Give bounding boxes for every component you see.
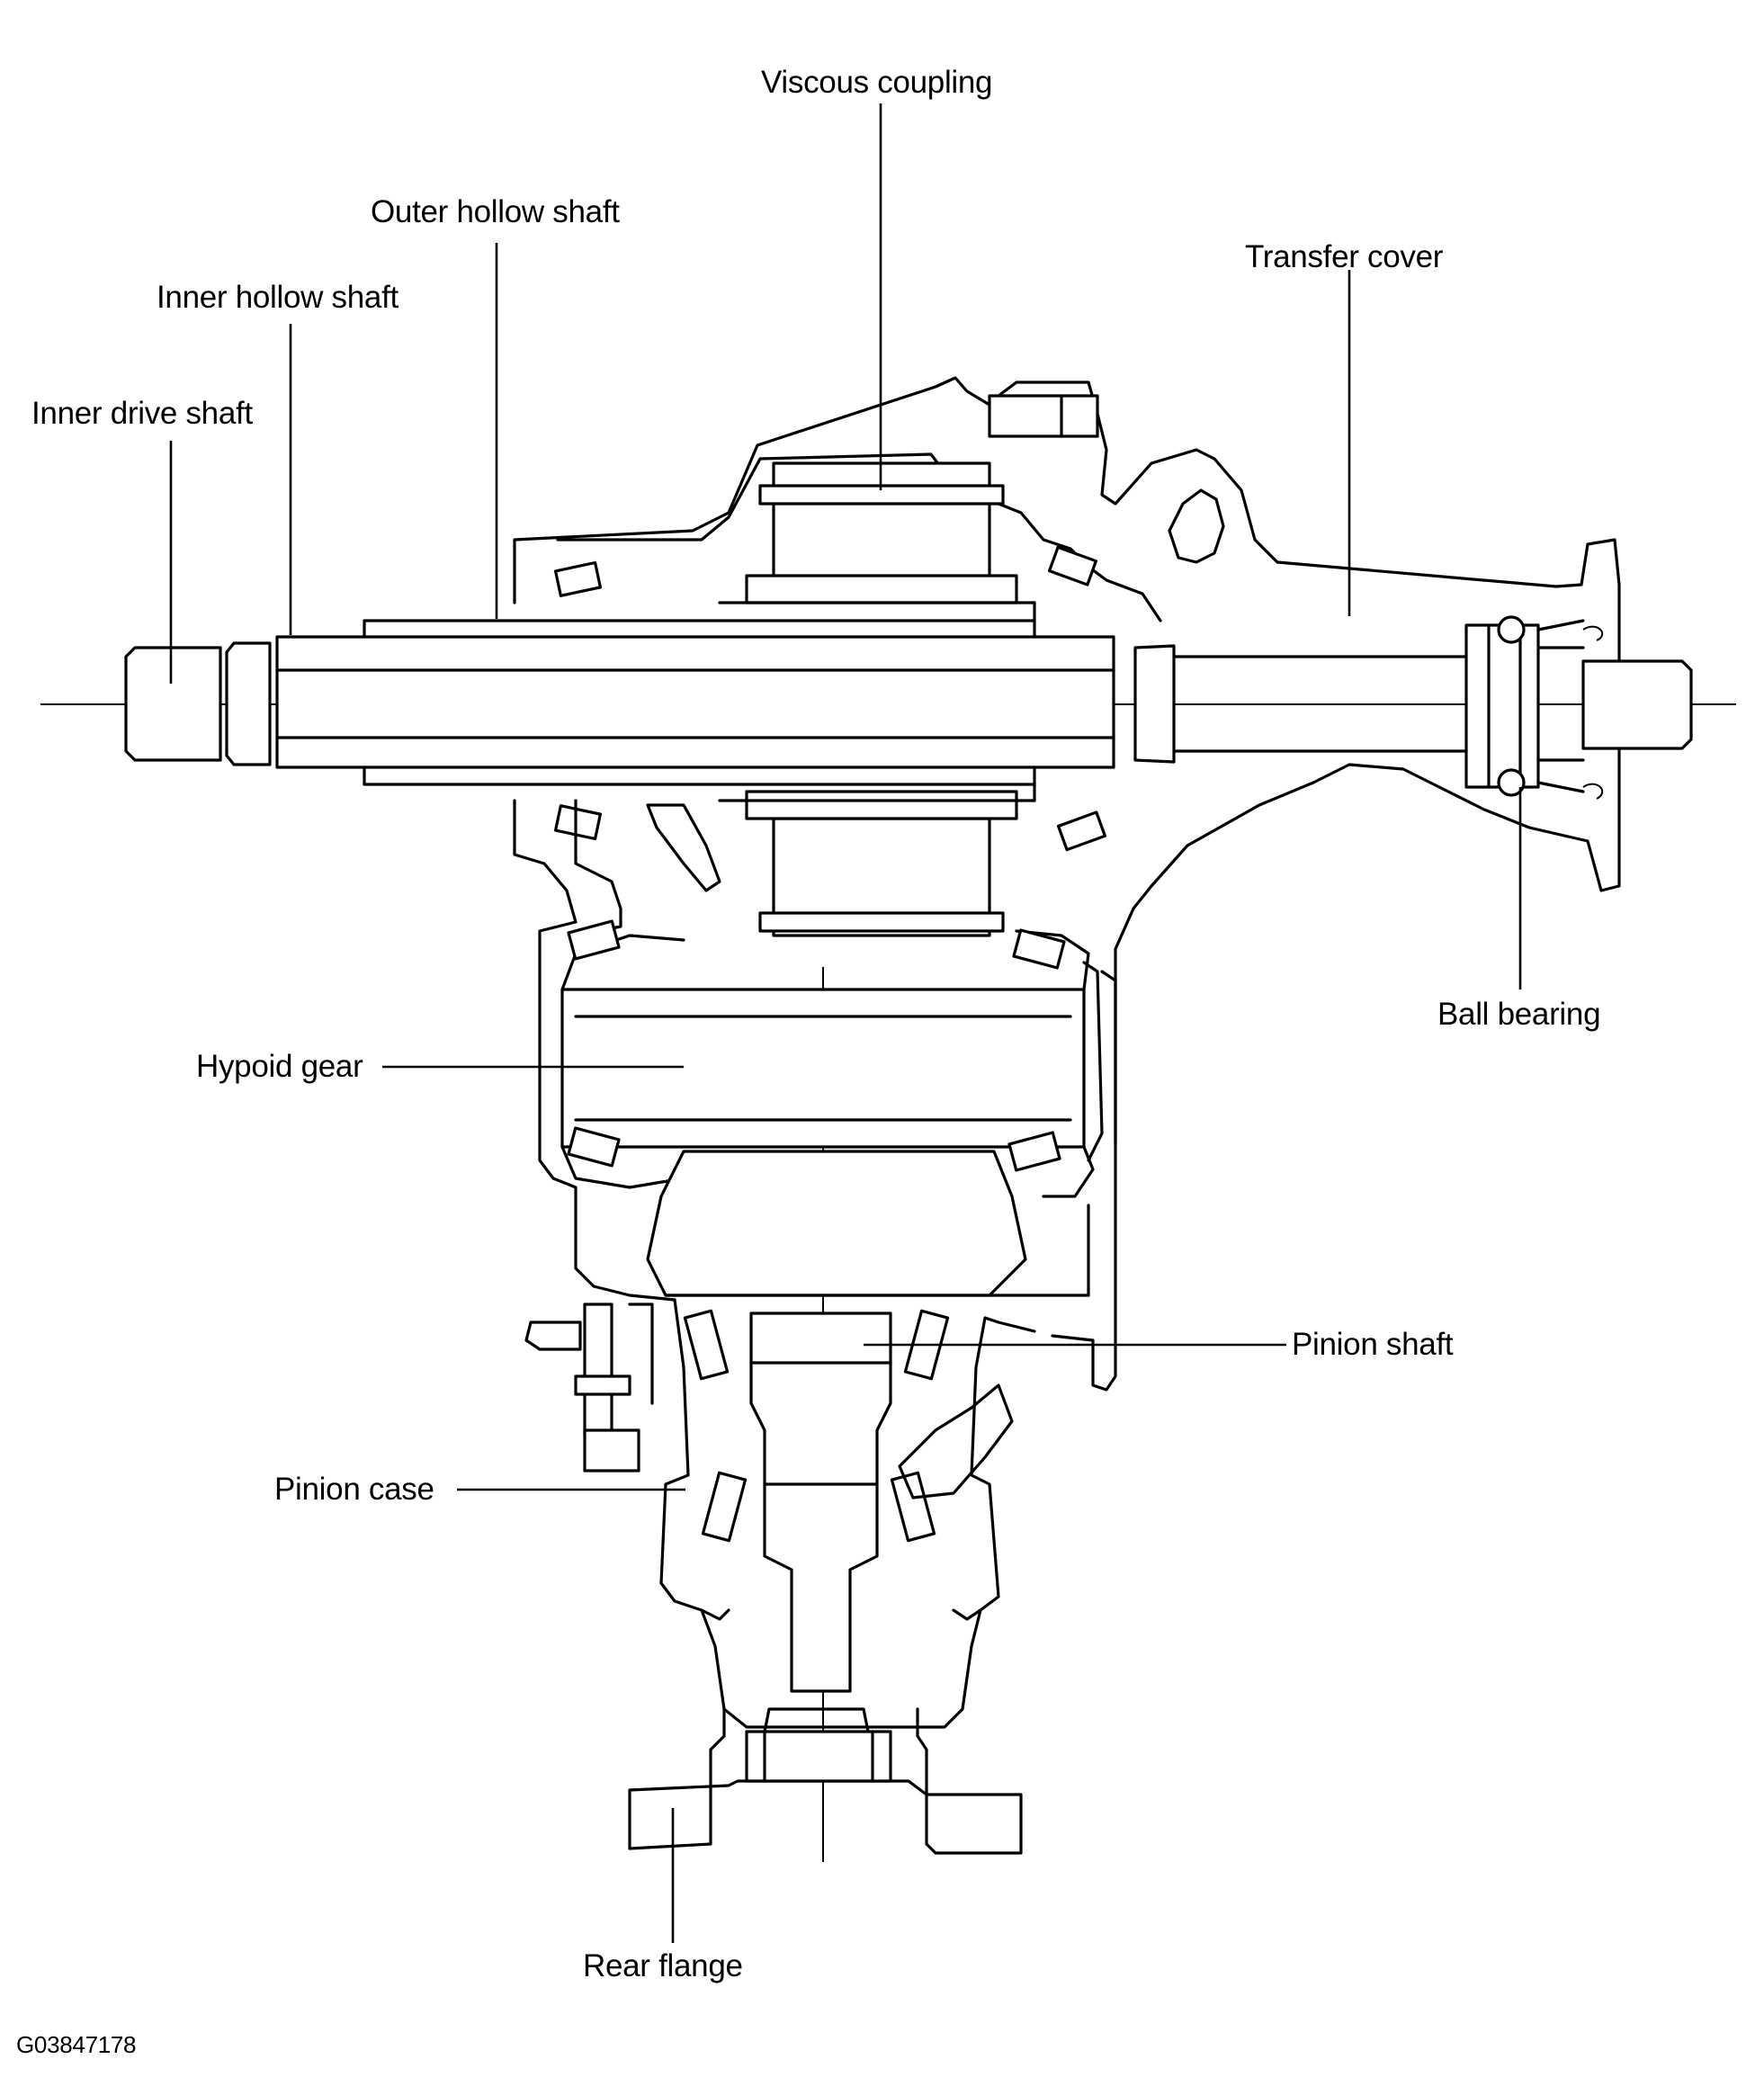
label-viscous-coupling: Viscous coupling (761, 65, 993, 100)
label-pinion-case: Pinion case (274, 1472, 434, 1507)
hypoid-gear-carrier (560, 988, 1086, 1149)
pinion-case-outline (659, 1298, 1036, 1729)
main-shaft-right (1133, 644, 1176, 764)
bearing-lower-right (1056, 810, 1107, 852)
hypoid-bearing-bottom-left (567, 1126, 621, 1168)
pinion-gear-head (646, 1150, 1027, 1297)
label-pinion-shaft: Pinion shaft (1292, 1327, 1454, 1362)
ball-bearing-ball-bottom (1497, 768, 1526, 797)
flange-bolt-head (583, 1428, 640, 1473)
rear-flange-outline (628, 1707, 1023, 1855)
pinion-bearing-upper-left (683, 1309, 730, 1381)
transfer-cover-lug (1168, 488, 1225, 564)
bearing-upper-right (1047, 545, 1098, 586)
bearing-lower-left (553, 804, 603, 841)
flange-bolt-left (583, 1303, 613, 1437)
inner-drive-shaft (124, 646, 222, 762)
pinion-bearing-lower-left (701, 1471, 748, 1543)
upper-bolt (988, 394, 1099, 438)
inner-hollow-shaft (275, 635, 1115, 769)
pinion-bearing-lower-right (890, 1471, 936, 1543)
ball-bearing-body (1464, 623, 1540, 789)
inner-drive-shaft-collar (225, 641, 272, 766)
rear-flange-nut (745, 1730, 892, 1783)
output-stub-right (1581, 659, 1693, 750)
transfer-cover-outline (513, 376, 1621, 1392)
hypoid-bearing-bottom-right (1007, 1131, 1061, 1172)
middle-housing-outline (513, 799, 676, 1302)
figure-code: G03847178 (16, 2031, 137, 2058)
ball-bearing-ball-top (1497, 615, 1526, 644)
bearing-upper-left (553, 560, 603, 597)
label-inner-hollow-shaft: Inner hollow shaft (157, 280, 398, 315)
pinion-shaft (749, 1312, 892, 1693)
label-transfer-cover: Transfer cover (1245, 239, 1444, 274)
label-inner-drive-shaft: Inner drive shaft (31, 396, 253, 431)
hypoid-bearing-top-left (567, 919, 621, 961)
label-rear-flange: Rear flange (583, 1948, 743, 1983)
label-outer-hollow-shaft: Outer hollow shaft (371, 194, 620, 229)
hypoid-bearing-top-right (1012, 928, 1066, 970)
label-ball-bearing: Ball bearing (1437, 997, 1601, 1032)
label-hypoid-gear: Hypoid gear (196, 1049, 363, 1084)
